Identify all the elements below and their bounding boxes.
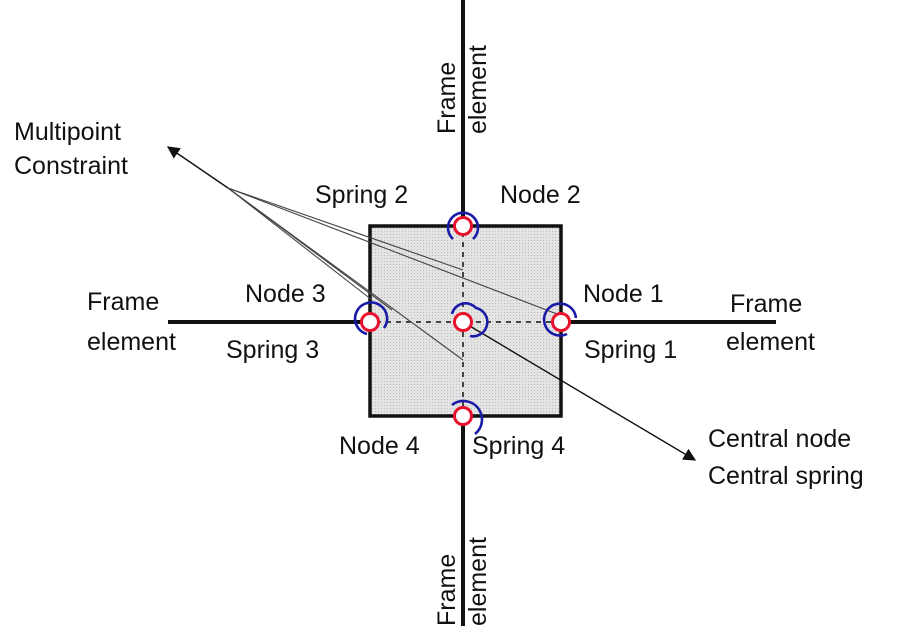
node-2-label: Node 2: [500, 181, 581, 209]
mpc-label-1: Multipoint: [14, 118, 121, 146]
frame-left-label-2: element: [87, 328, 176, 356]
spring-3-label: Spring 3: [226, 336, 319, 364]
spring-4-icon: [451, 399, 484, 436]
node-4-icon: [453, 406, 473, 426]
frame-top-label-1: Frame: [433, 62, 461, 134]
node-4-label: Node 4: [339, 432, 420, 460]
central-label-1: Central node: [708, 425, 851, 453]
mpc-arrow: [166, 146, 229, 189]
mpc-label-2: Constraint: [14, 152, 128, 180]
node-1-label: Node 1: [583, 280, 664, 308]
central-spring-icon: [450, 302, 489, 338]
spring-1-icon: [542, 302, 578, 337]
frame-bottom-label-2: element: [464, 537, 492, 626]
node-1-icon: [551, 312, 571, 332]
spring-1-label: Spring 1: [584, 336, 677, 364]
spring-2-label: Spring 2: [315, 181, 408, 209]
spring-3-icon: [353, 301, 389, 336]
central-arrow: [462, 321, 697, 461]
spring-4-label: Spring 4: [472, 432, 565, 460]
frame-bottom-label-1: Frame: [433, 554, 461, 626]
mpc-leader-lines: [227, 187, 558, 361]
central-label-2: Central spring: [708, 462, 864, 490]
spring-2-icon: [446, 211, 480, 240]
node-2-icon: [453, 216, 473, 236]
node-3-icon: [360, 312, 380, 332]
frame-left-label-1: Frame: [87, 288, 159, 316]
frame-top-label-2: element: [464, 45, 492, 134]
node-3-label: Node 3: [245, 280, 326, 308]
frame-right-label-2: element: [726, 328, 815, 356]
frame-right-label-1: Frame: [730, 290, 802, 318]
central-node-icon: [453, 312, 473, 332]
